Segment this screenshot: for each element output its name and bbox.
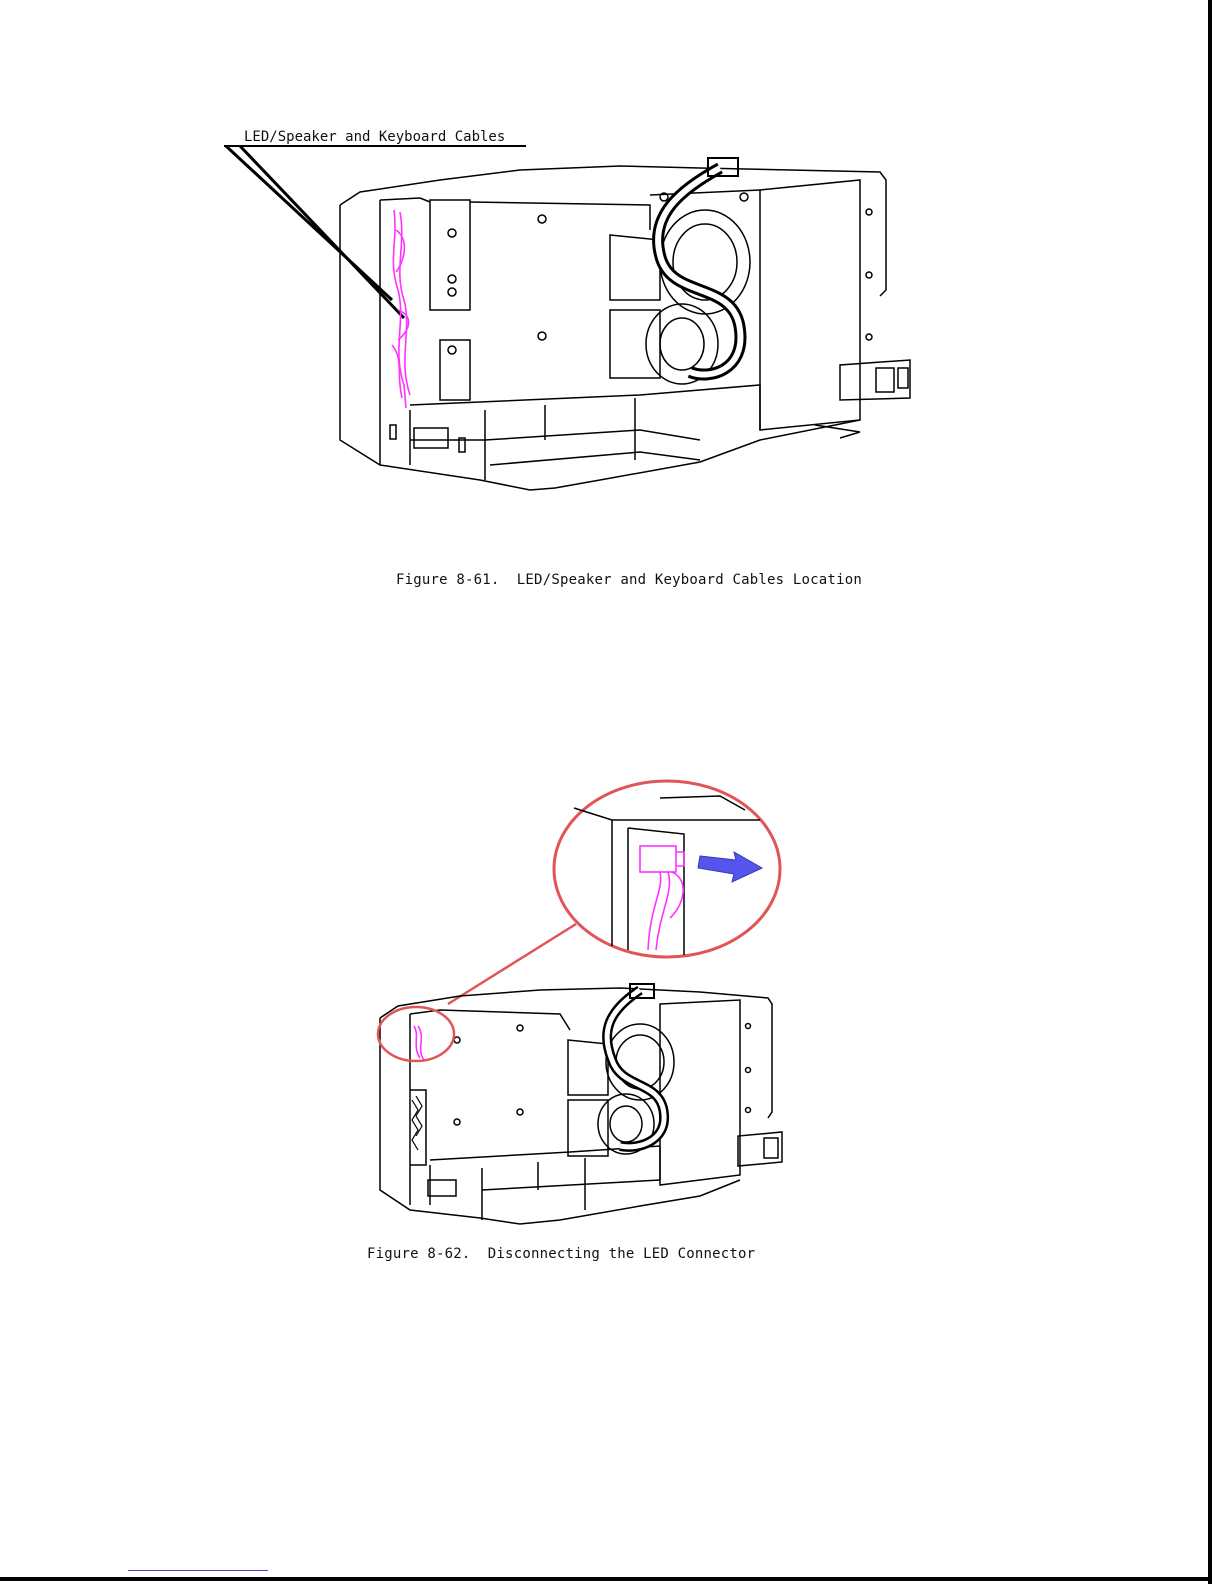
page-border-bottom <box>0 1577 1212 1581</box>
page-border-right <box>1208 0 1212 1584</box>
figure-8-62-caption: Figure 8-62. Disconnecting the LED Conne… <box>367 1246 755 1262</box>
figure-8-62-chassis-drawing <box>0 0 1224 1260</box>
footnote-link-rule <box>128 1570 268 1571</box>
